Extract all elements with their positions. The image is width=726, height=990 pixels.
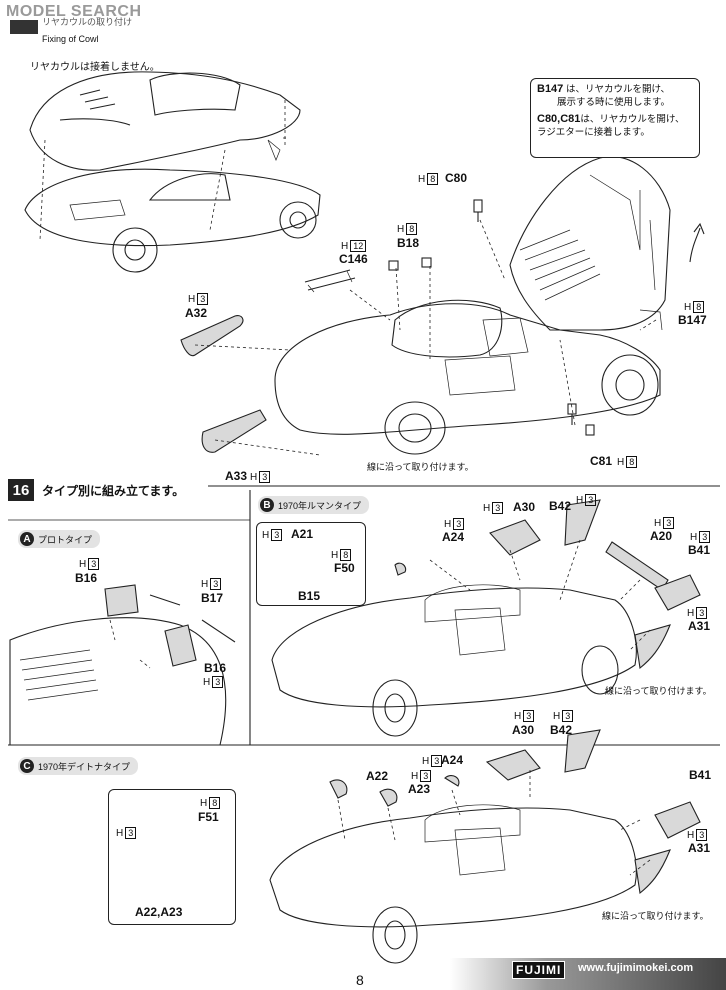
typeC-a23-label: A23 <box>408 782 431 796</box>
typeB-a30-label: A30 <box>513 500 536 514</box>
typeB-a31-label: A31 <box>688 619 711 633</box>
c80-label: C80 <box>445 171 468 185</box>
typeB-car <box>271 499 701 737</box>
brand-logo: FUJIMI <box>512 961 566 979</box>
step15-car-main <box>274 156 705 455</box>
typeC-car <box>269 729 701 964</box>
note-box: B147 は、リヤカウルを開け、 展示する時に使用します。 C80,C81は、リ… <box>530 78 700 158</box>
typeC-a31-label: A31 <box>688 841 711 855</box>
typeC-note-cut: 線に沿って取り付けます。 <box>602 911 709 921</box>
footer-url: www.fujimimokei.com <box>578 962 694 974</box>
page-number: 8 <box>356 972 364 988</box>
b147-label: B147 <box>678 313 707 327</box>
note-no-glue: リヤカウルは接着しません。 <box>30 62 160 73</box>
note-b147-text2: 展示する時に使用します。 <box>557 97 671 108</box>
c81-label: C81 <box>590 454 613 468</box>
note-b147-text1: は、リヤカウルを開け、 <box>565 84 670 95</box>
step15-header-box <box>10 20 38 34</box>
typeC-f51-label: F51 <box>198 810 219 824</box>
typeC-tag: C 1970年デイトナタイプ <box>18 757 139 775</box>
typeA-b16-bottom-label: B16 <box>204 661 227 675</box>
typeB-inset-box <box>256 522 366 606</box>
typeC-a30-label: A30 <box>512 723 535 737</box>
typeB-a24-label: A24 <box>442 530 465 544</box>
step15-header-en: Fixing of Cowl <box>42 34 99 44</box>
typeC-b42-label: B42 <box>550 723 573 737</box>
typeB-b41-label: B41 <box>688 543 711 557</box>
typeB-a21-label: A21 <box>291 527 314 541</box>
b18-label: B18 <box>397 236 420 250</box>
typeA-b16-top-label: B16 <box>75 571 98 585</box>
step16-title: タイプ別に組み立てます。 <box>42 483 185 498</box>
note-c80-text2: ラジエターに接着します。 <box>537 127 650 138</box>
typeC-b41-label: B41 <box>689 768 712 782</box>
step15-parts <box>180 199 663 456</box>
typeB-b15-label: B15 <box>298 589 321 603</box>
note-b147-code: B147 <box>537 83 564 95</box>
step16-heading: 16 タイプ別に組み立てます。 <box>8 479 184 501</box>
step16-number: 16 <box>8 479 34 501</box>
watermark: MODEL SEARCH <box>6 3 142 20</box>
step15-header-jp: リヤカウルの取り付け <box>42 17 133 27</box>
step15-note-cut: 線に沿って取り付けます。 <box>367 462 474 472</box>
footer-bar <box>450 958 726 990</box>
typeB-b42-label: B42 <box>549 499 572 513</box>
typeB-tag: B 1970年ルマンタイプ <box>258 496 370 514</box>
typeA-tag: A プロトタイプ <box>18 530 101 548</box>
typeA-car <box>9 584 236 746</box>
a32-label: A32 <box>185 306 208 320</box>
typeC-a22a23-label: A22,A23 <box>135 905 183 919</box>
typeB-a20-label: A20 <box>650 529 673 543</box>
typeC-a22-label: A22 <box>366 769 389 783</box>
note-c80-code: C80,C81 <box>537 113 581 125</box>
step15-car-exploded <box>24 71 321 273</box>
typeB-f50-label: F50 <box>334 561 355 575</box>
note-c80-text1: は、リヤカウルを開け、 <box>580 114 685 125</box>
typeC-inset-box <box>108 789 236 925</box>
c146-label: C146 <box>339 252 368 266</box>
typeA-b17-label: B17 <box>201 591 224 605</box>
typeB-note-cut: 線に沿って取り付けます。 <box>605 686 712 696</box>
a33-label: A33 <box>225 469 248 483</box>
typeC-a24-label: A24 <box>441 753 464 767</box>
